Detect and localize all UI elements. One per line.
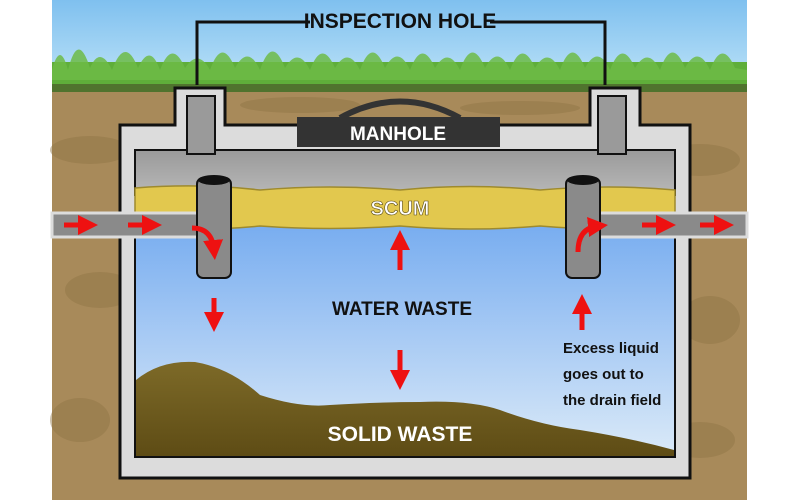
arrow-outlet-curve	[575, 217, 608, 253]
tank-air-space	[134, 149, 676, 196]
sludge-layer	[136, 361, 674, 456]
label-manhole: MANHOLE	[350, 124, 446, 145]
grass	[52, 49, 747, 92]
arrow-inlet-curve	[191, 225, 224, 260]
inspection-shaft-right	[597, 95, 627, 155]
inspection-bracket	[195, 20, 607, 85]
flow-arrows	[64, 215, 734, 390]
soil-texture	[50, 97, 740, 458]
inlet-tee	[196, 175, 232, 279]
outlet-tee	[565, 175, 601, 279]
label-scum: SCUM	[371, 198, 430, 220]
label-excess-liquid-3: the drain field	[563, 392, 661, 409]
label-excess-liquid-2: goes out to	[563, 366, 644, 383]
label-solid-waste: SOLID WASTE	[328, 423, 473, 446]
label-inspection-hole: INSPECTION HOLE	[304, 10, 497, 33]
label-water-waste: WATER WASTE	[332, 299, 472, 320]
manhole-handle	[338, 98, 462, 121]
manhole-cover	[297, 117, 500, 147]
inspection-shaft-left	[186, 95, 216, 155]
label-excess-liquid-1: Excess liquid	[563, 340, 659, 357]
